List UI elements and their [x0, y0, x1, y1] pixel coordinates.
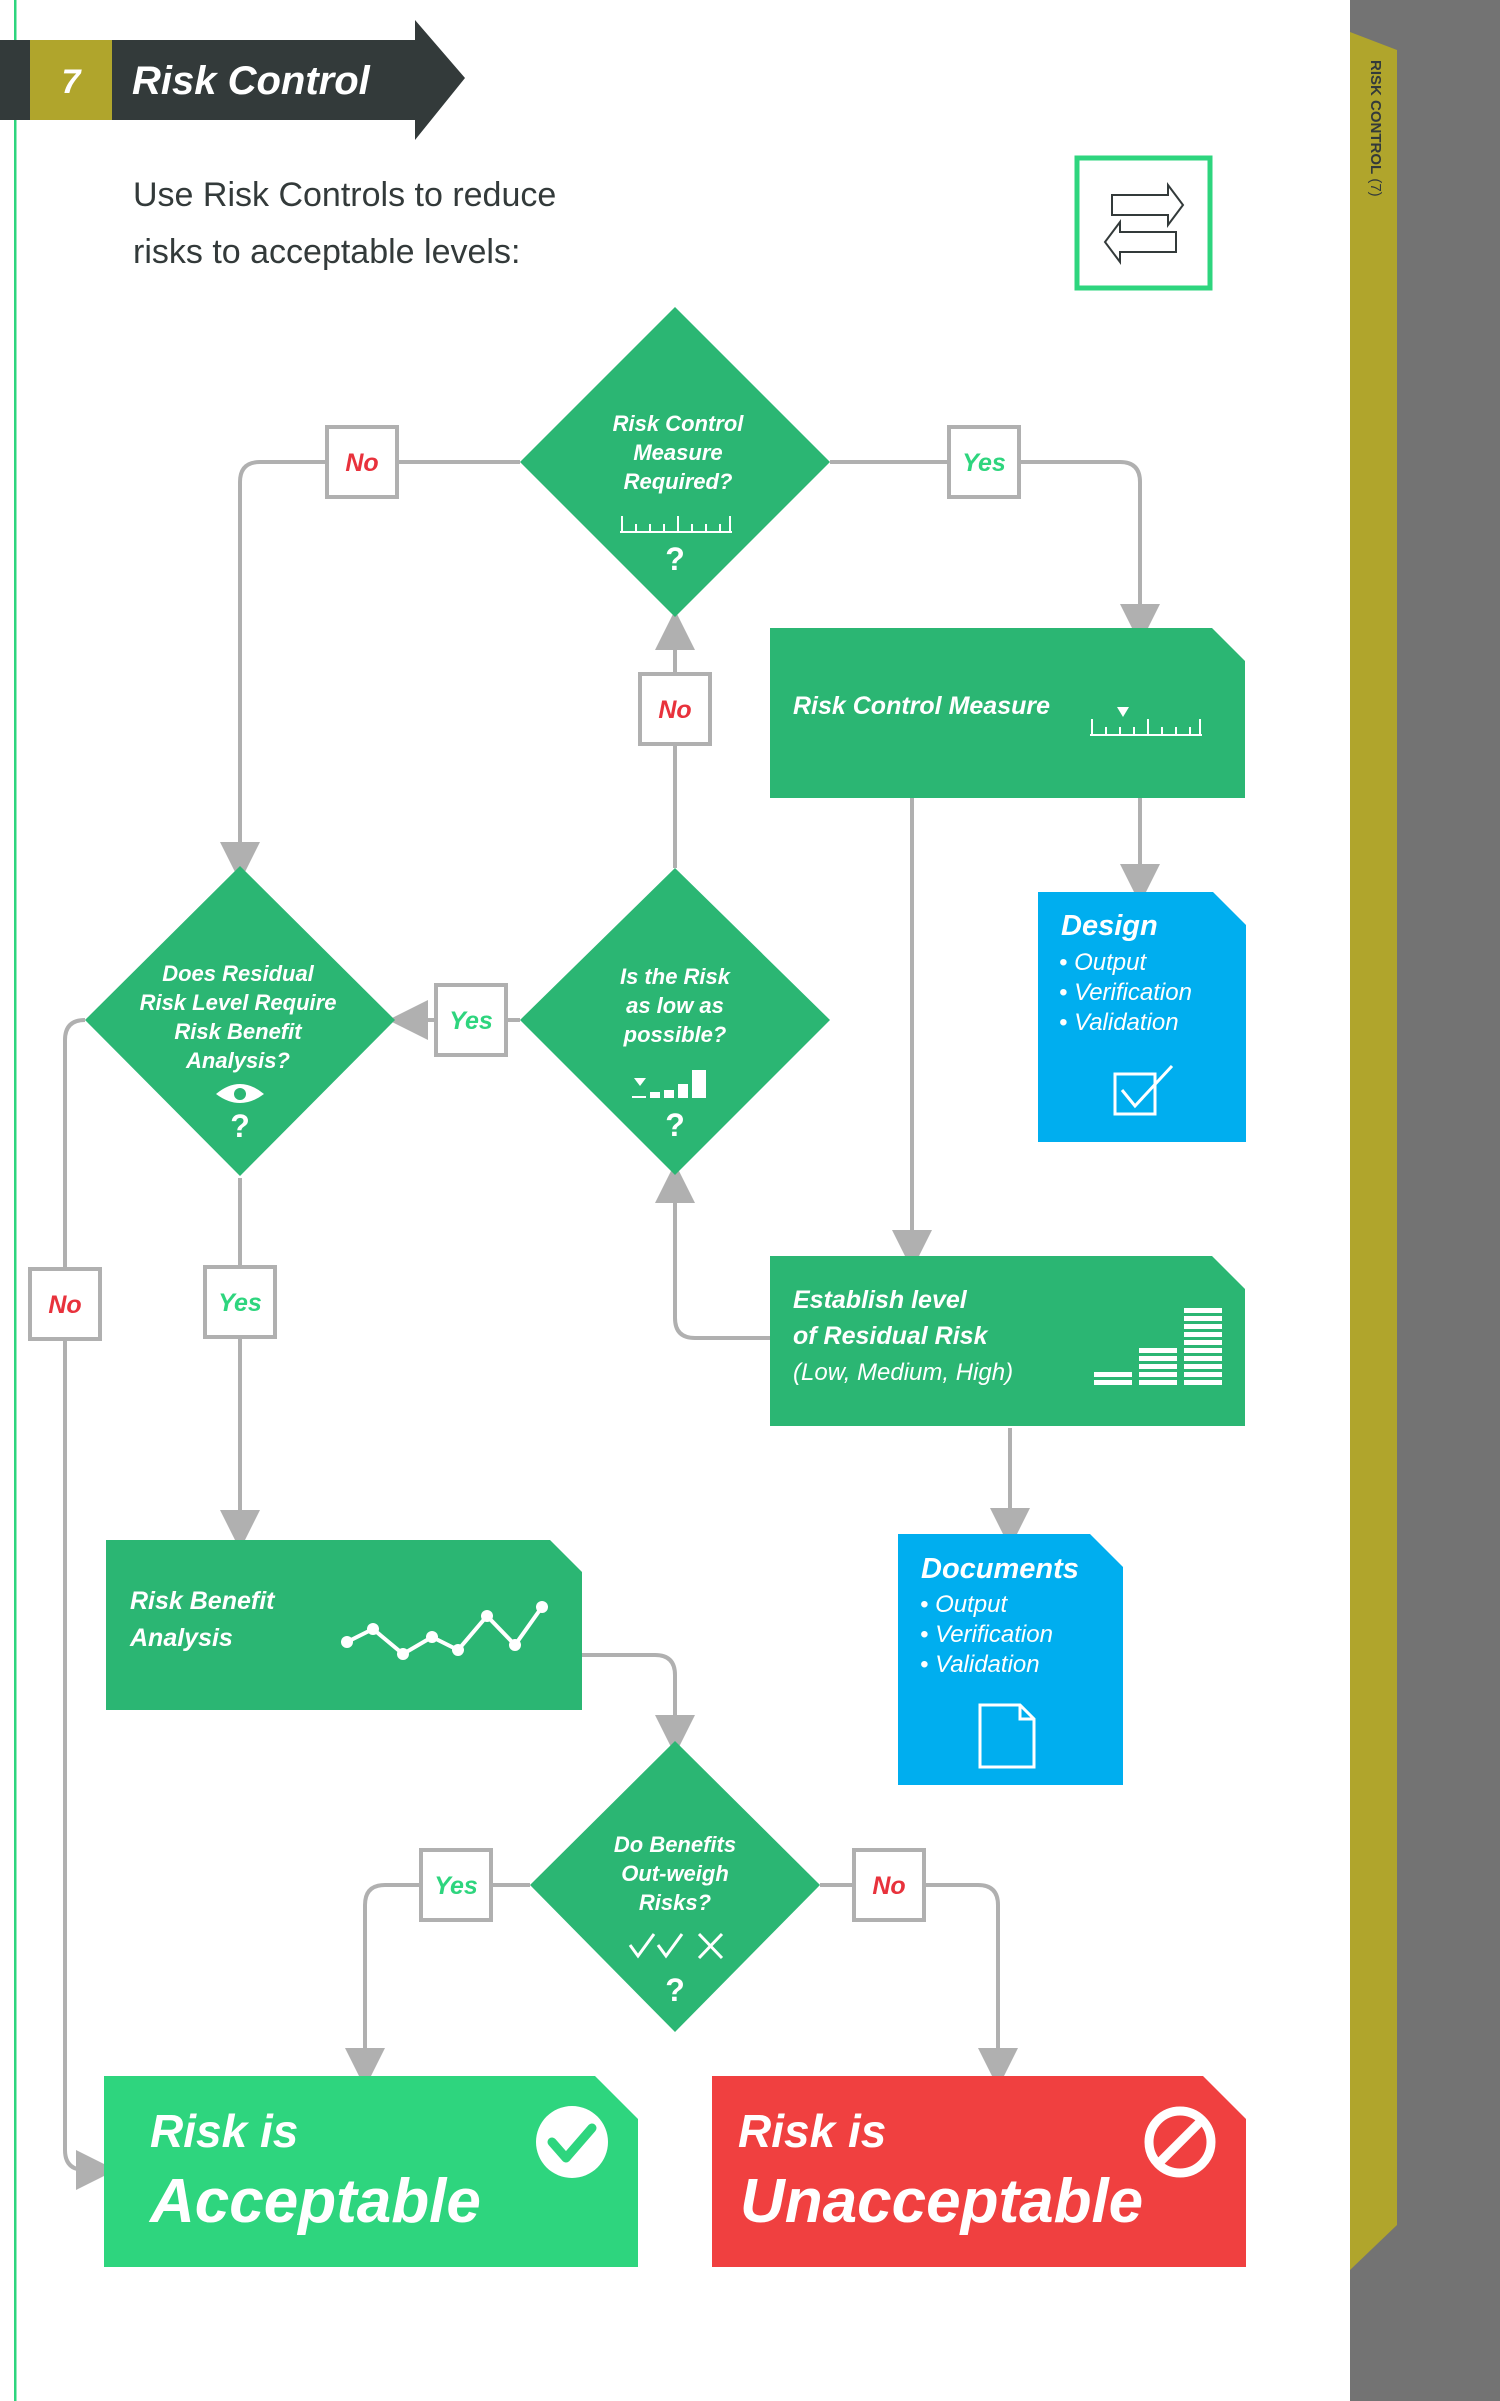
prohibited-icon: [1144, 2106, 1216, 2178]
decision-aslow-line: Is the Risk: [620, 964, 732, 989]
swap-arrows-icon: [1074, 155, 1213, 291]
connector-measure-yes: [830, 460, 1160, 644]
decision-residual-line: Risk Level Require: [140, 990, 337, 1015]
decision-measure-line: Measure: [633, 440, 722, 465]
side-tab-label: RISK CONTROL: [1367, 60, 1384, 174]
establish-line-2: of Residual Risk: [793, 1322, 989, 1350]
edge-label-aslow-no: No: [658, 696, 691, 724]
decision-benefits-outweigh: Do Benefits Out-weigh Risks? ?: [530, 1741, 820, 2032]
decision-benefits-line: Do Benefits: [614, 1832, 736, 1857]
decision-residual-requires-analysis: Does Residual Risk Level Require Risk Be…: [85, 866, 395, 1176]
svg-text:• Output: • Output: [920, 1591, 1008, 1618]
documents-item: Output: [935, 1591, 1008, 1618]
decision-measure-required: Risk Control Measure Required? ?: [520, 307, 830, 617]
decision-residual-line: Risk Benefit: [174, 1019, 303, 1044]
bar-chart-icon: [632, 1070, 706, 1098]
edge-label-box: [947, 425, 1021, 499]
edge-label-box: [638, 672, 712, 746]
question-mark: ?: [665, 1972, 685, 2008]
connector-analysis-to-benefits: [582, 1653, 695, 1755]
decision-residual-line: Does Residual: [162, 961, 314, 986]
step-number: 7: [62, 63, 83, 101]
svg-text:• Verification: • Verification: [920, 1621, 1053, 1648]
decision-residual-line: Analysis?: [185, 1048, 290, 1073]
decision-aslow-line: possible?: [623, 1022, 727, 1047]
documents-title: Documents: [921, 1553, 1079, 1585]
analysis-line-1: Risk Benefit: [130, 1587, 276, 1615]
design-item: Validation: [1074, 1009, 1179, 1036]
decision-measure-line: Required?: [624, 469, 733, 494]
edge-label-box: [28, 1267, 102, 1341]
decision-measure-line: Risk Control: [613, 411, 745, 436]
left-margin-line: [14, 0, 17, 2401]
unacceptable-line-1: Risk is: [738, 2105, 886, 2157]
decision-as-low-as-possible: Is the Risk as low as possible? ?: [520, 868, 830, 1175]
design-item: Output: [1074, 949, 1147, 976]
question-mark: ?: [665, 541, 685, 577]
svg-text:• Validation: • Validation: [1059, 1009, 1179, 1036]
design-card: Design • Output • Verification • Validat…: [1038, 892, 1246, 1142]
analysis-line-2: Analysis: [129, 1624, 233, 1652]
ruler-icon: [620, 516, 732, 533]
edge-label-box: [434, 983, 508, 1057]
intro-line-1: Use Risk Controls to reduce: [133, 176, 556, 214]
svg-text:RISK CONTROL (7): RISK CONTROL (7): [1367, 60, 1384, 197]
side-tab-number: (7): [1367, 178, 1384, 196]
connector-measure-no: [220, 460, 520, 882]
process-risk-control-measure-label: Risk Control Measure: [793, 692, 1050, 720]
bar-chart-icon: [1094, 1308, 1222, 1385]
edge-label-measure-yes: Yes: [962, 449, 1006, 477]
establish-line-3: (Low, Medium, High): [793, 1359, 1013, 1386]
check-circle-icon: [536, 2106, 608, 2178]
acceptable-line-1: Risk is: [150, 2105, 298, 2157]
acceptable-line-2: Acceptable: [148, 2167, 481, 2236]
question-mark: ?: [665, 1107, 685, 1143]
documents-item: Verification: [935, 1621, 1053, 1648]
edge-label-benefit-no: No: [872, 1872, 905, 1900]
edge-label-aslow-yes: Yes: [449, 1007, 493, 1035]
document-icon: [978, 1703, 1036, 1769]
intro-line-2: risks to acceptable levels:: [133, 233, 520, 271]
step-badge: [30, 40, 112, 120]
result-unacceptable: Risk is Unacceptable: [712, 2076, 1246, 2267]
ruler-icon: [1090, 707, 1202, 736]
edge-label-residual-no: No: [48, 1291, 81, 1319]
edge-label-box: [325, 425, 399, 499]
connector-establish-to-aslow: [655, 1163, 770, 1340]
decision-aslow-line: as low as: [626, 993, 724, 1018]
process-risk-control-measure: Risk Control Measure: [770, 628, 1245, 798]
result-acceptable: Risk is Acceptable: [104, 2076, 638, 2267]
process-risk-benefit-analysis: Risk Benefit Analysis: [106, 1540, 582, 1710]
decision-benefits-line: Risks?: [639, 1890, 711, 1915]
line-chart-icon: [341, 1601, 548, 1660]
connector-residual-no: [63, 1018, 116, 2190]
edge-label-box: [419, 1848, 493, 1922]
svg-text:• Validation: • Validation: [920, 1651, 1040, 1678]
checkbox-icon: [1113, 1064, 1174, 1116]
design-item: Verification: [1074, 979, 1192, 1006]
side-tab: [1350, 32, 1397, 2270]
edge-label-box: [203, 1265, 277, 1339]
establish-line-1: Establish level: [793, 1286, 968, 1314]
page-title: Risk Control: [132, 59, 371, 103]
edge-label-residual-yes: Yes: [218, 1289, 262, 1317]
edge-label-box: [852, 1848, 926, 1922]
design-title: Design: [1061, 910, 1158, 942]
svg-text:• Output: • Output: [1059, 949, 1147, 976]
checkmarks-icon: [628, 1932, 724, 1960]
documents-card: Documents • Output • Verification • Vali…: [898, 1534, 1123, 1785]
connector-benefit-no: [820, 1883, 1018, 2088]
eye-icon: [216, 1084, 264, 1103]
documents-item: Validation: [935, 1651, 1040, 1678]
decision-benefits-line: Out-weigh: [621, 1861, 729, 1886]
section-header: 7 Risk Control: [0, 20, 465, 140]
svg-text:• Verification: • Verification: [1059, 979, 1192, 1006]
edge-label-measure-no: No: [345, 449, 378, 477]
process-establish-residual: Establish level of Residual Risk (Low, M…: [770, 1256, 1245, 1426]
connector-benefit-yes: [345, 1883, 530, 2088]
question-mark: ?: [230, 1108, 250, 1144]
unacceptable-line-2: Unacceptable: [740, 2167, 1143, 2236]
edge-label-benefit-yes: Yes: [434, 1872, 478, 1900]
